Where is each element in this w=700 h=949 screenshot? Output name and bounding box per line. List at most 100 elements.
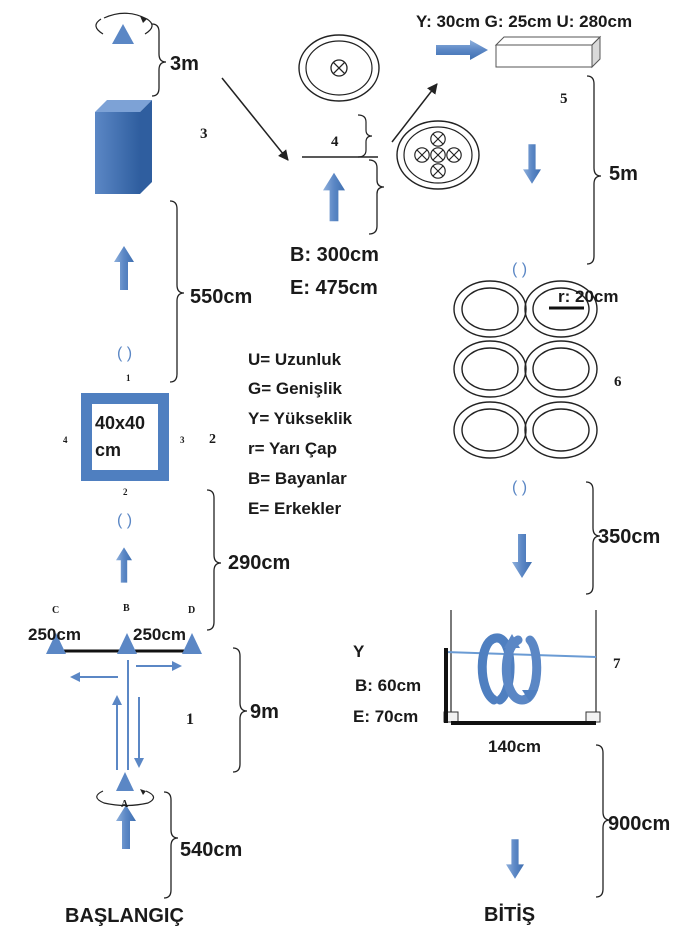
rotation-arrowhead-a-icon <box>140 789 146 795</box>
point-a-label: A <box>121 799 129 810</box>
station4-target-inner <box>305 40 373 96</box>
brace-350cm <box>585 481 601 595</box>
square-size-line1: 40x40 <box>95 413 145 433</box>
legend-item-e: E= Erkekler <box>248 499 341 518</box>
cone-b-icon <box>117 633 137 654</box>
distance-9m-label: 9m <box>250 701 279 723</box>
start-up-arrow-icon <box>116 805 136 849</box>
distance-550cm-label: 550cm <box>190 286 252 308</box>
legend-item-g: G= Genişlik <box>248 379 343 398</box>
hurdle-loop-right <box>501 635 542 705</box>
finish-down-arrow-icon <box>506 839 524 879</box>
station-3-number: 3 <box>200 126 208 142</box>
square-side-2: 2 <box>123 487 128 497</box>
station4-e-height: E: 475cm <box>290 277 378 299</box>
start-label: BAŞLANGIÇ <box>65 905 184 927</box>
square-size-line2: cm <box>95 440 121 460</box>
gap-mark-lower: ( ) <box>117 512 132 529</box>
hurdle-right-foot <box>585 711 601 723</box>
distance-540cm-label: 540cm <box>180 839 242 861</box>
target-cross-right-icon <box>446 147 462 163</box>
box3-side-face <box>140 100 152 194</box>
square-approach-up-arrow-icon <box>116 547 132 583</box>
gap-mark-rings-top: ( ) <box>512 261 527 278</box>
distance-bd-label: 250cm <box>133 625 186 644</box>
station4-up-arrow-icon <box>323 172 345 222</box>
brace-540cm <box>163 791 179 899</box>
station4-target-outer <box>298 34 380 102</box>
cone-c-icon <box>46 633 66 654</box>
ring-6-icon <box>524 401 598 459</box>
ring-1-icon <box>453 280 527 338</box>
station4-large-brace <box>368 159 385 235</box>
ring-5-icon <box>453 401 527 459</box>
brace-550cm <box>169 200 185 383</box>
rotation-arrowhead-top-icon <box>140 16 147 23</box>
target-cross-center-icon <box>430 147 446 163</box>
station-4-number: 4 <box>331 134 339 150</box>
distance-cb-label: 250cm <box>28 625 81 644</box>
beam-front-face <box>495 44 593 68</box>
station5-dims: Y: 30cm G: 25cm U: 280cm <box>416 12 632 31</box>
brace-900cm <box>595 744 611 898</box>
cone-d-icon <box>182 633 202 654</box>
point-d-label: D <box>188 605 195 616</box>
point-c-label: C <box>52 605 59 616</box>
brace-5m <box>586 75 602 265</box>
ring-3-icon <box>453 340 527 398</box>
distance-290cm-label: 290cm <box>228 552 290 574</box>
arrow-box3-to-station4 <box>221 77 289 161</box>
station5-right-arrow-icon <box>436 40 488 60</box>
station-6-number: 6 <box>614 374 622 390</box>
distance-5m-label: 5m <box>609 163 638 185</box>
square-side-4: 4 <box>63 435 68 445</box>
station4-multi-target-inner <box>403 126 473 184</box>
station4-small-brace <box>357 114 373 158</box>
station-1-number: 1 <box>186 711 194 728</box>
distance-350cm-label: 350cm <box>598 526 660 548</box>
gap-mark-rings-bottom: ( ) <box>512 479 527 496</box>
finish-label: BİTİŞ <box>484 903 535 926</box>
rotation-arc-a-icon <box>96 790 155 807</box>
target-cross-bottom-icon <box>430 163 446 179</box>
target-cross-left-icon <box>414 147 430 163</box>
legend-item-r: r= Yarı Çap <box>248 439 337 458</box>
hurdle-water-line <box>444 651 597 658</box>
square-side-1: 1 <box>126 373 131 383</box>
hurdle-loop-up-head-icon <box>504 634 520 648</box>
hurdle-loop-down-head-icon <box>522 690 538 702</box>
arrow-station4-to-station5 <box>391 83 438 143</box>
hurdle-width-label: 140cm <box>488 737 541 756</box>
hurdle-b-height: B: 60cm <box>355 676 421 695</box>
rings-down-arrow-icon <box>512 534 532 578</box>
box-approach-up-arrow-icon <box>114 246 134 290</box>
target-cross-top-icon <box>430 131 446 147</box>
station4-multi-target-outer <box>396 120 480 190</box>
station-5-number: 5 <box>560 91 568 107</box>
box3-front-face <box>95 112 140 194</box>
gap-mark-upper: ( ) <box>117 345 132 362</box>
top-cone-icon <box>112 24 134 44</box>
box3-top-face <box>95 100 152 112</box>
brace-3m <box>151 23 167 97</box>
beam-down-arrow-icon <box>523 144 541 184</box>
ring-radius-label: r: 20cm <box>558 287 618 306</box>
ring-4-icon <box>524 340 598 398</box>
distance-3m-label: 3m <box>170 53 199 75</box>
target-single-cross-icon <box>330 59 348 77</box>
legend-item-u: U= Uzunluk <box>248 350 342 369</box>
station-7-number: 7 <box>613 656 621 672</box>
hurdle-y-label: Y <box>353 642 365 661</box>
square-inner <box>92 404 158 470</box>
square-side-3: 3 <box>180 435 185 445</box>
point-b-label: B <box>123 603 130 614</box>
brace-9m <box>232 647 248 773</box>
brace-290cm <box>206 489 222 631</box>
hurdle-e-height: E: 70cm <box>353 707 418 726</box>
legend-item-b: B= Bayanlar <box>248 469 347 488</box>
legend-item-y: Y= Yükseklik <box>248 409 353 428</box>
station-2-number: 2 <box>209 432 216 447</box>
cone-a-icon <box>116 772 134 791</box>
distance-900cm-label: 900cm <box>608 813 670 835</box>
